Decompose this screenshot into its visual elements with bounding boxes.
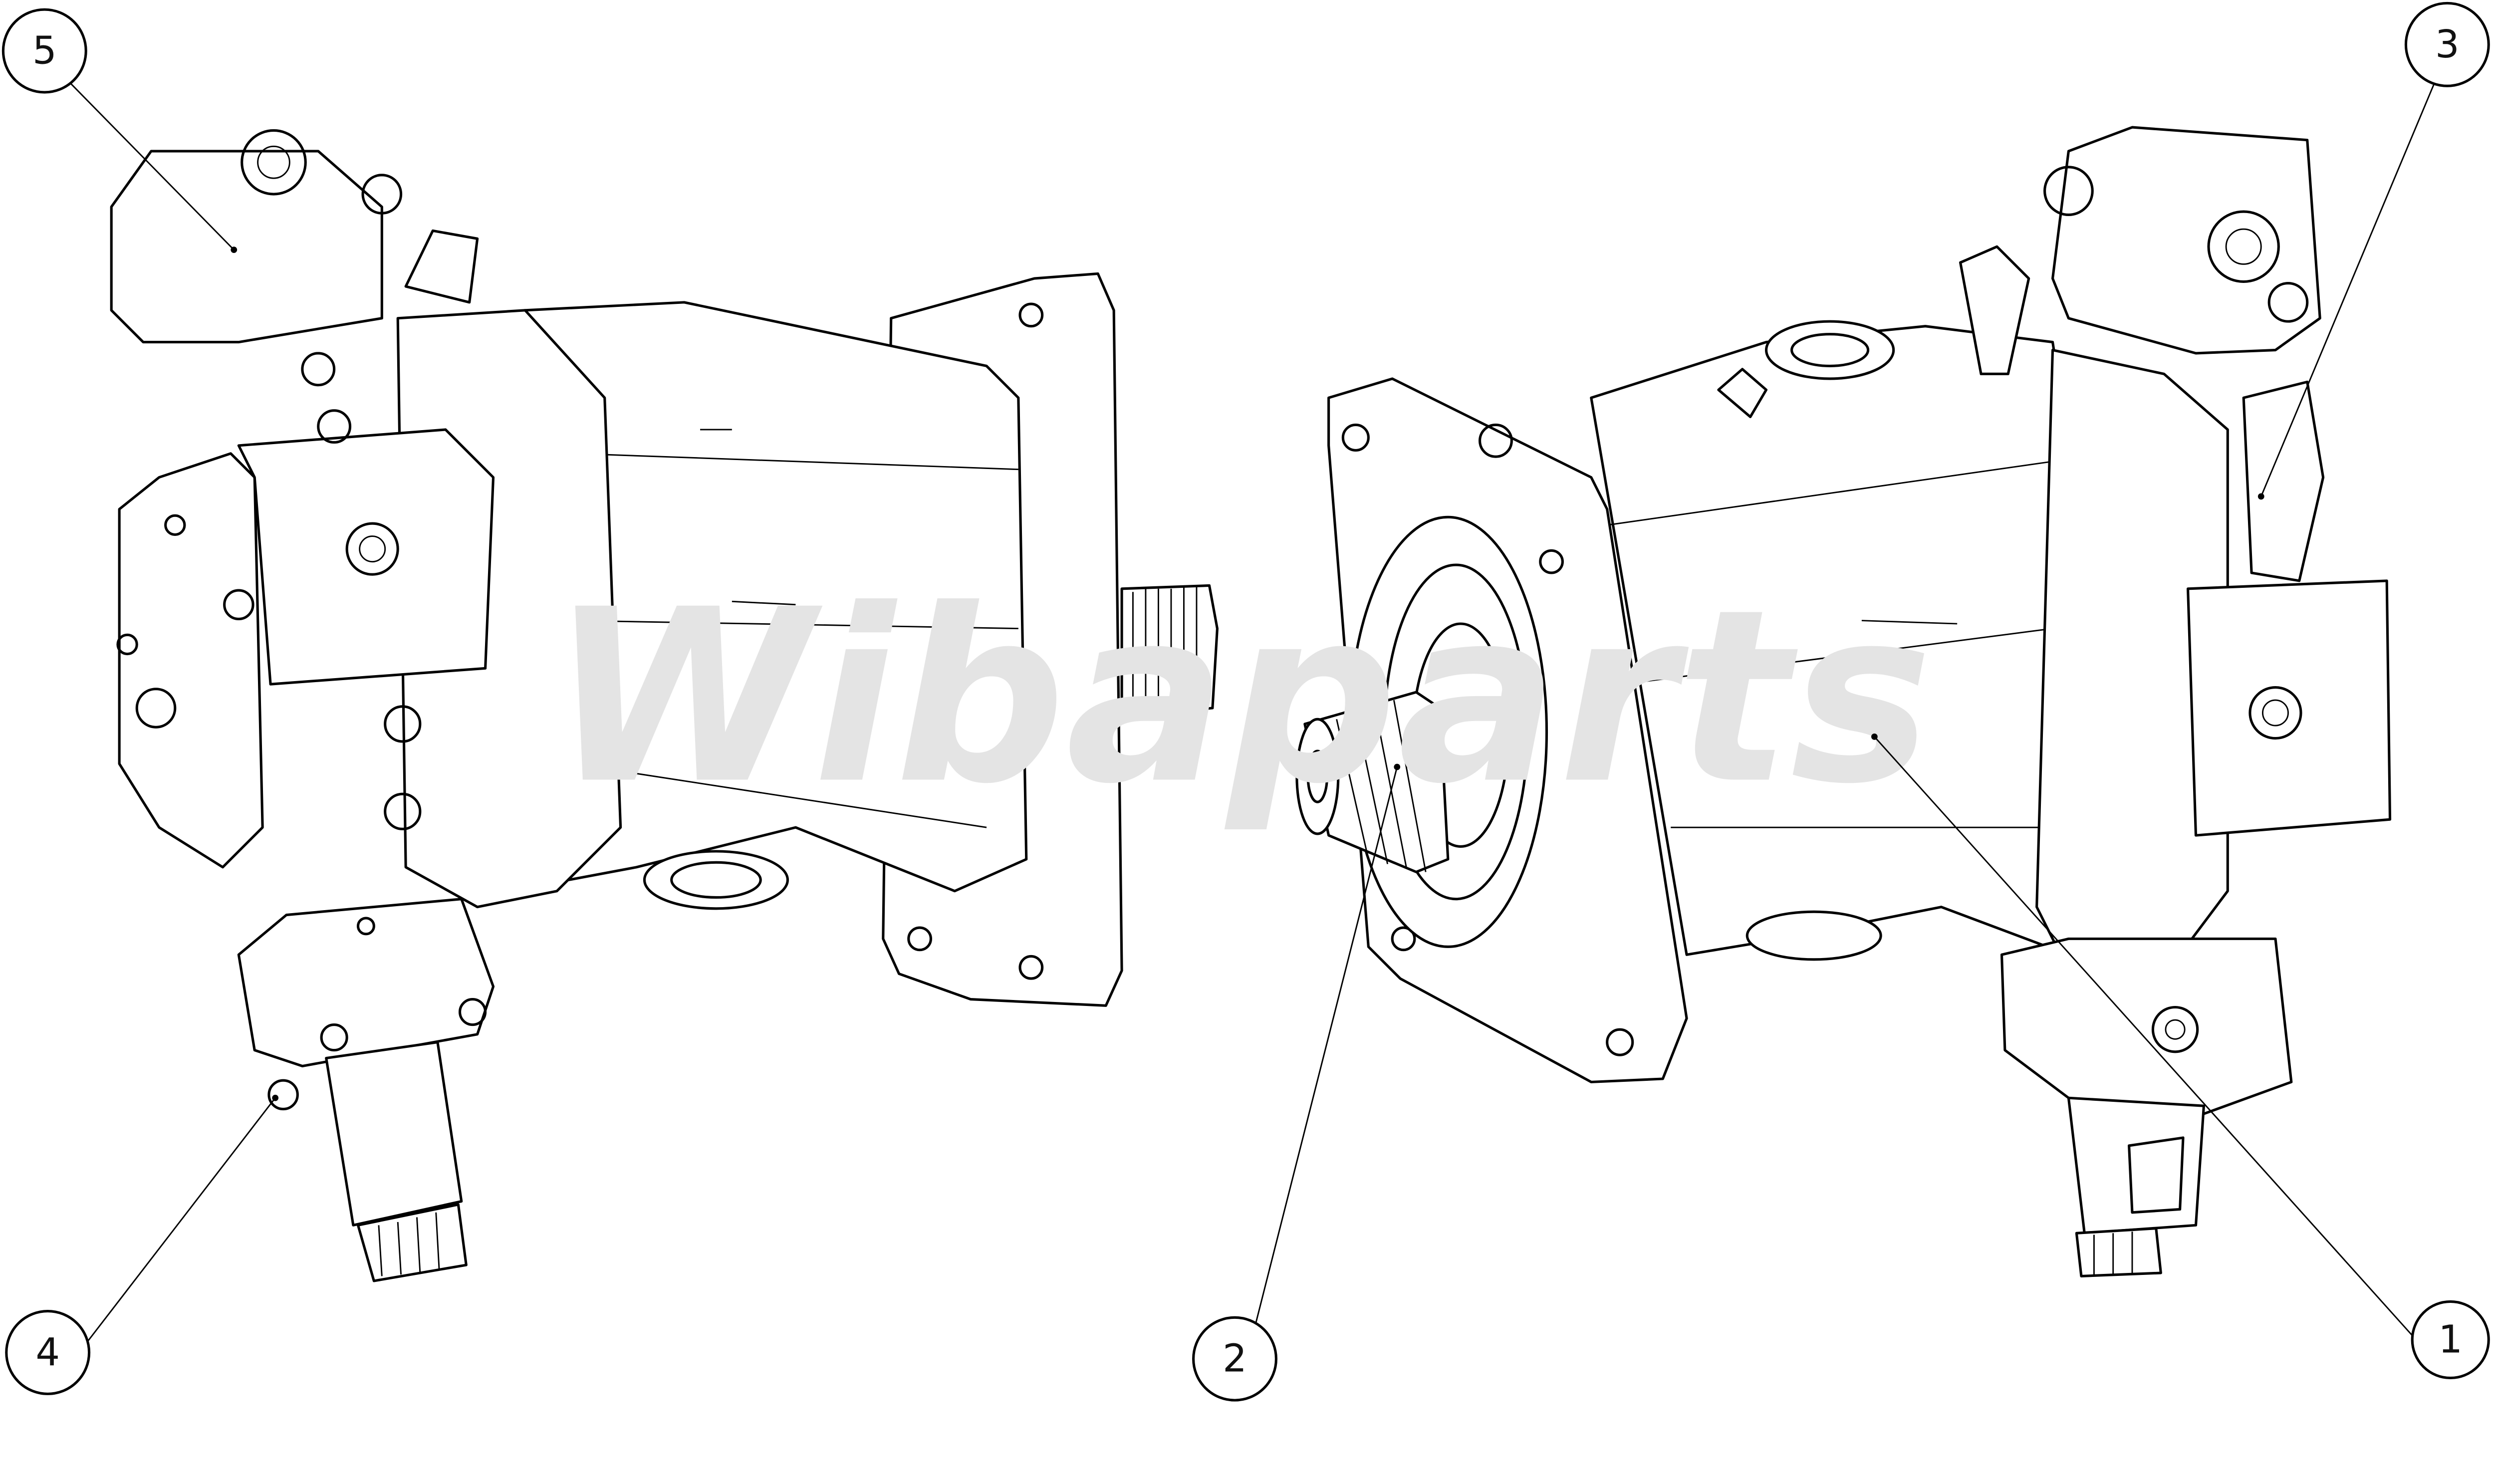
callout-3: 3 — [2404, 1, 2490, 87]
drawing-canvas: Wibaparts 1 2 3 4 5 — [1, 1, 2490, 1402]
watermark: Wibaparts — [550, 558, 1933, 836]
right-motor — [1295, 126, 2392, 1277]
left-solenoid-body — [237, 898, 495, 1068]
callout-label: 5 — [32, 29, 57, 73]
callout-2: 2 — [1192, 1316, 1277, 1402]
callout-label: 4 — [35, 1330, 60, 1375]
left-motor — [110, 129, 1219, 1282]
left-port-plate — [118, 452, 264, 869]
left-control-valve — [110, 150, 383, 344]
right-end-cap — [2035, 348, 2229, 972]
callout-label: 2 — [1223, 1337, 1247, 1381]
right-solenoid-body — [2000, 937, 2293, 1115]
callout-1: 1 — [2411, 1300, 2490, 1380]
right-control-valve — [2051, 126, 2321, 355]
callout-5: 5 — [1, 8, 87, 94]
right-port-block — [2187, 579, 2392, 837]
left-solenoid — [325, 1041, 463, 1227]
callout-4: 4 — [5, 1310, 91, 1395]
callout-label: 3 — [2435, 22, 2460, 67]
callout-label: 1 — [2438, 1317, 2463, 1362]
exploded-parts-drawing: Wibaparts 1 2 3 4 5 — [1, 1, 2490, 1402]
callout-leaders — [66, 79, 2437, 1369]
